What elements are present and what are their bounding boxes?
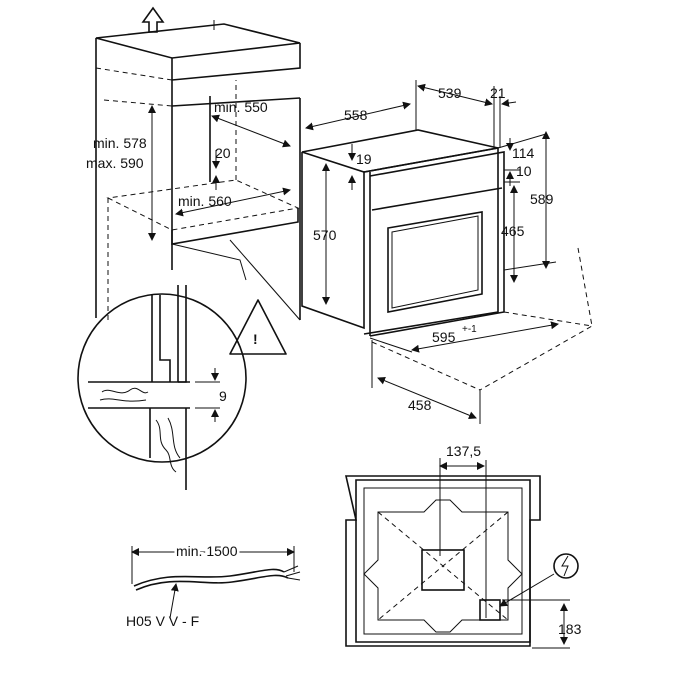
label-19: 19 — [356, 151, 372, 167]
label-539: 539 — [438, 85, 462, 101]
label-max-590: max. 590 — [86, 155, 144, 171]
label-9: 9 — [219, 388, 227, 404]
label-589: 589 — [530, 191, 554, 207]
dim-558: 558 — [305, 101, 411, 131]
dim-min-550: min. 550 — [211, 99, 291, 148]
oven-back-view — [344, 460, 541, 647]
warning-symbol: ! — [253, 331, 258, 347]
label-10: 10 — [516, 163, 532, 179]
label-558: 558 — [344, 107, 368, 123]
label-570: 570 — [313, 227, 337, 243]
up-arrow-icon — [141, 6, 165, 33]
power-cable: min. 1500 H05 V V - F — [126, 541, 301, 629]
cabinet-niche — [95, 20, 301, 320]
dim-height-niche: min. 578 max. 590 — [86, 105, 156, 241]
dim-465: 465 — [501, 185, 525, 283]
detail-magnifier: 9 — [77, 239, 301, 490]
dim-589: 589 — [503, 131, 557, 271]
dim-114-10: 114 10 — [497, 133, 547, 186]
label-114: 114 — [512, 145, 535, 161]
label-min-578: min. 578 — [93, 135, 147, 151]
label-min-560: min. 560 — [178, 193, 232, 209]
warning-icon: ! — [229, 299, 287, 355]
label-137-5: 137,5 — [446, 443, 481, 459]
label-min-550: min. 550 — [214, 99, 268, 115]
dim-570: 570 — [313, 163, 337, 305]
electric-connection-icon — [499, 553, 579, 607]
label-595-tolerance: +-1 — [462, 324, 477, 335]
dim-19: 19 — [348, 144, 372, 190]
label-20: 20 — [215, 145, 231, 161]
dim-595: 595 +-1 — [369, 321, 559, 353]
label-183: 183 — [558, 621, 582, 637]
dim-183: 183 — [502, 599, 582, 649]
dim-539: 539 — [415, 80, 493, 130]
label-min-1500: min. 1500 — [176, 543, 238, 559]
cable-type-label: H05 V V - F — [126, 613, 199, 629]
label-595: 595 — [432, 329, 456, 345]
dim-20: 20 — [212, 145, 231, 190]
dim-137-5: 137,5 — [439, 443, 485, 556]
dim-min-560: min. 560 — [175, 187, 291, 217]
label-458: 458 — [408, 397, 432, 413]
dim-21: 21 — [490, 85, 517, 148]
label-465: 465 — [501, 223, 525, 239]
dim-458: 458 — [371, 340, 481, 424]
label-21: 21 — [490, 85, 506, 101]
oven-body — [301, 129, 594, 391]
